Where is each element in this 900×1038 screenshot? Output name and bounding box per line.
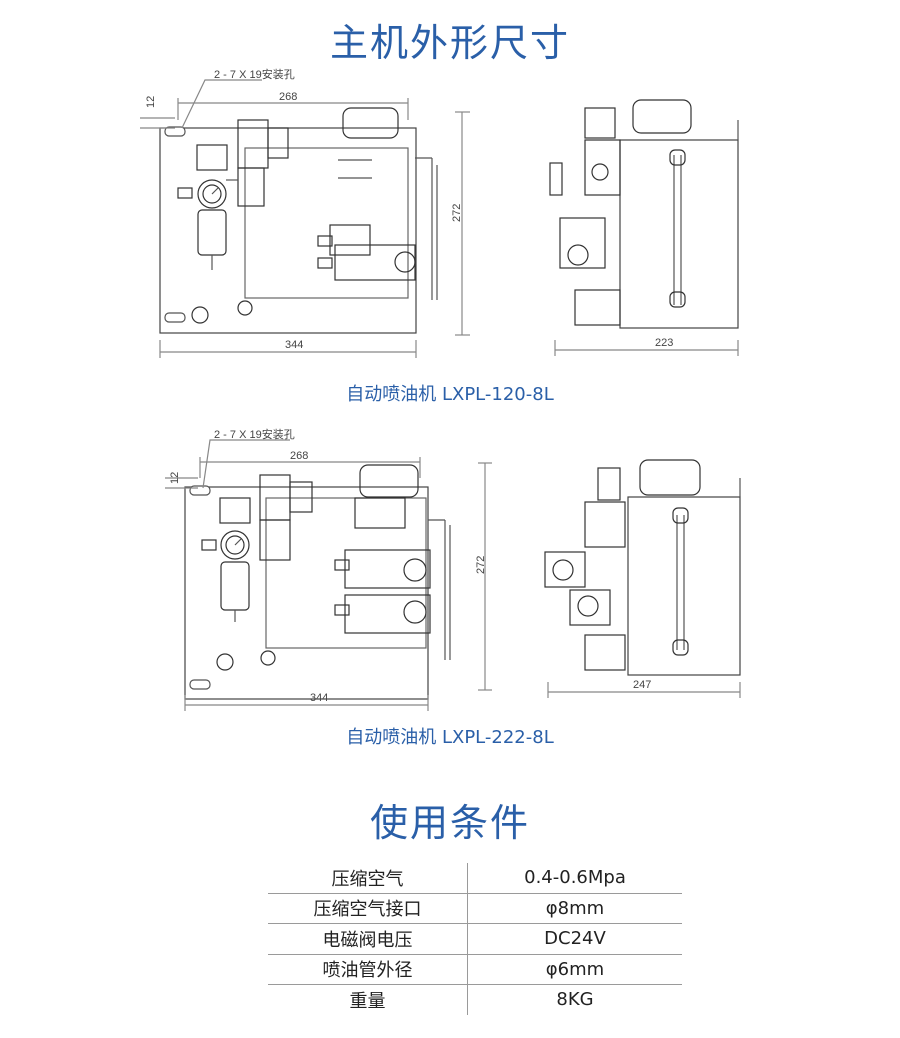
model1-dim-width: 344 — [285, 339, 303, 351]
model1-dim-height: 272 — [451, 204, 463, 222]
condition-name: 电磁阀电压 — [268, 923, 468, 955]
condition-value: 0.4-0.6Mpa — [467, 863, 682, 894]
model2-dim-left: 12 — [169, 472, 181, 484]
conditions-table: 压缩空气 0.4-0.6Mpa 压缩空气接口 φ8mm 电磁阀电压 DC24V … — [268, 863, 682, 1015]
model1-front-view — [140, 79, 470, 358]
table-row: 压缩空气接口 φ8mm — [268, 893, 682, 924]
condition-name: 压缩空气接口 — [268, 893, 468, 924]
condition-value: 8KG — [556, 989, 594, 1011]
model1-caption: 自动喷油机 LXPL-120-8L — [346, 384, 554, 405]
model2-caption: 自动喷油机 LXPL-222-8L — [346, 727, 554, 748]
condition-name: 重量 — [268, 984, 468, 1015]
model1-dim-top: 268 — [279, 91, 297, 103]
model2-dim-width: 344 — [310, 692, 328, 704]
model1-dim-side: 223 — [655, 337, 673, 349]
condition-name: 喷油管外径 — [268, 954, 468, 985]
model2-hole-label: 2 - 7 X 19安装孔 — [214, 427, 295, 441]
table-row: 喷油管外径 φ6mm — [268, 954, 682, 985]
model1-hole-label: 2 - 7 X 19安装孔 — [214, 67, 295, 81]
model2-front-view — [165, 439, 492, 711]
table-row: 电磁阀电压 DC24V — [268, 923, 682, 955]
condition-name: 压缩空气 — [268, 863, 468, 894]
model1-side-view — [549, 99, 739, 356]
dimensions-title: 主机外形尺寸 — [329, 21, 570, 65]
conditions-title: 使用条件 — [369, 801, 530, 845]
table-row: 压缩空气 0.4-0.6Mpa — [268, 863, 682, 894]
model2-dim-height: 272 — [475, 556, 487, 574]
condition-value: φ6mm — [467, 954, 682, 985]
model2-dim-side: 247 — [633, 679, 651, 691]
model1-dim-left: 12 — [145, 96, 157, 108]
condition-value: DC24V — [467, 923, 682, 955]
model2-dim-top: 268 — [290, 450, 308, 462]
model2-side-view — [544, 459, 741, 698]
table-row: 重量 8KG — [268, 984, 682, 1015]
condition-value: φ8mm — [467, 893, 682, 924]
